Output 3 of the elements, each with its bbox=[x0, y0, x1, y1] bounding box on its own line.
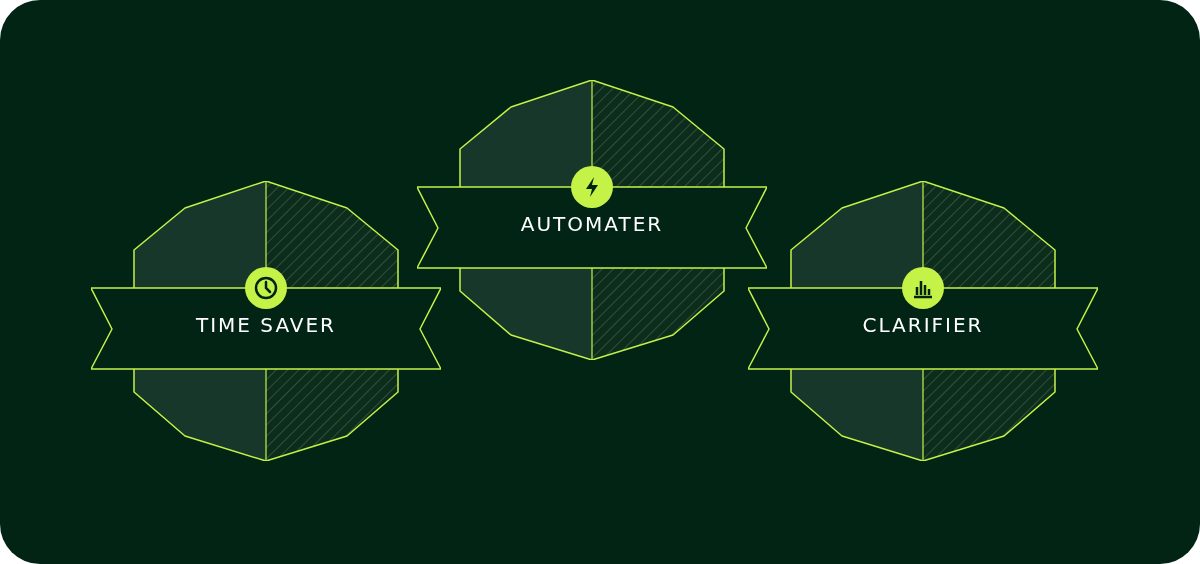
badge-title: AUTOMATER bbox=[519, 212, 665, 236]
badge-title: CLARIFIER bbox=[861, 313, 985, 337]
badge-title: TIME SAVER bbox=[194, 313, 338, 337]
